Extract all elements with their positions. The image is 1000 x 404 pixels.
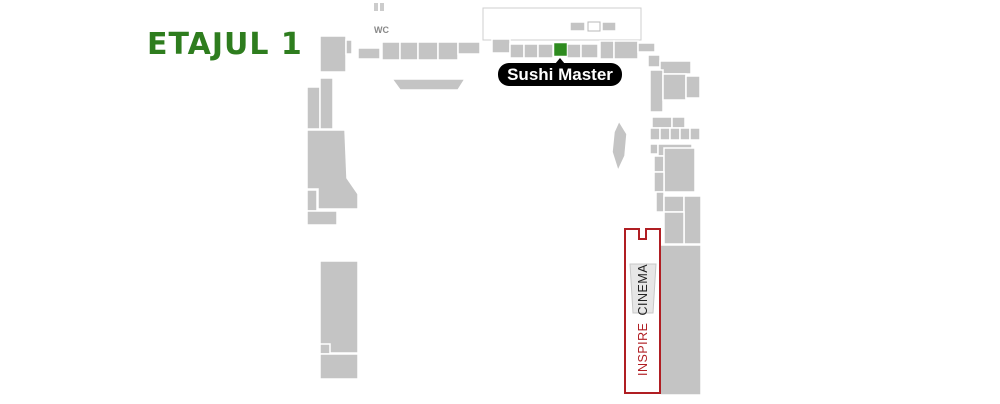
store-unit[interactable] (437, 41, 459, 61)
cinema-label: INSPIRE CINEMA (636, 264, 650, 376)
store-unit[interactable] (683, 195, 702, 245)
east-wing (647, 54, 702, 396)
top-service-zone[interactable] (482, 7, 642, 41)
store-unit[interactable] (655, 191, 665, 213)
callout-background (498, 63, 622, 86)
store-unit[interactable] (671, 116, 686, 129)
sushi-master-store-marker[interactable] (553, 42, 568, 57)
store-unit[interactable] (689, 127, 701, 141)
store-unit[interactable] (659, 127, 671, 141)
store-unit[interactable] (491, 38, 511, 54)
store-unit[interactable] (663, 147, 696, 193)
store-unit[interactable] (399, 41, 419, 61)
floor-title: ETAJUL 1 (147, 27, 303, 62)
store-unit[interactable] (659, 60, 692, 75)
store-unit[interactable] (306, 129, 359, 210)
store-callout[interactable]: Sushi Master (498, 58, 622, 86)
store-unit[interactable] (417, 41, 439, 61)
store-unit[interactable] (457, 41, 481, 55)
store-unit[interactable] (601, 21, 617, 32)
store-unit[interactable] (306, 210, 338, 226)
store-unit[interactable] (523, 43, 539, 59)
store-unit[interactable] (637, 42, 656, 53)
store-unit[interactable] (319, 353, 359, 380)
store-unit[interactable] (663, 211, 685, 245)
store-unit[interactable] (653, 155, 665, 173)
store-unit[interactable] (319, 343, 331, 355)
callout-pointer (555, 58, 565, 64)
store-unit[interactable] (306, 189, 318, 212)
store-unit[interactable] (580, 43, 599, 59)
store-unit[interactable] (649, 127, 661, 141)
store-unit[interactable] (663, 195, 685, 213)
store-unit[interactable] (669, 127, 681, 141)
store-unit[interactable] (509, 43, 525, 59)
wc-label: WC (374, 25, 389, 35)
store-unit[interactable] (319, 77, 334, 130)
store-unit[interactable] (685, 75, 701, 99)
store-unit[interactable] (566, 43, 582, 59)
north-shop-row (357, 38, 656, 61)
store-unit[interactable] (319, 260, 359, 354)
store-unit[interactable] (662, 73, 687, 101)
store-unit[interactable] (651, 116, 673, 129)
store-unit[interactable] (653, 171, 665, 193)
store-unit[interactable] (679, 127, 691, 141)
west-wing (306, 35, 359, 380)
store-unit[interactable] (345, 39, 353, 55)
store-unit[interactable] (659, 244, 702, 396)
cinema-brand-text: INSPIRE (636, 322, 650, 376)
store-unit[interactable] (647, 54, 661, 68)
store-unit[interactable] (613, 40, 639, 60)
store-unit[interactable] (611, 119, 628, 174)
store-unit[interactable] (599, 40, 615, 60)
store-unit[interactable] (587, 21, 601, 32)
cinema-word-text: CINEMA (636, 264, 650, 316)
store-unit[interactable] (390, 78, 467, 91)
store-unit[interactable] (569, 21, 586, 32)
store-unit[interactable] (649, 69, 664, 113)
wc-icon (374, 3, 384, 11)
store-name-label: Sushi Master (507, 65, 613, 84)
store-unit[interactable] (319, 35, 347, 73)
store-unit[interactable] (537, 43, 554, 59)
cinema-logo-banner (629, 263, 657, 314)
store-unit[interactable] (649, 143, 659, 155)
store-unit[interactable] (357, 47, 381, 60)
store-unit[interactable] (381, 41, 401, 61)
store-unit[interactable] (306, 86, 321, 130)
